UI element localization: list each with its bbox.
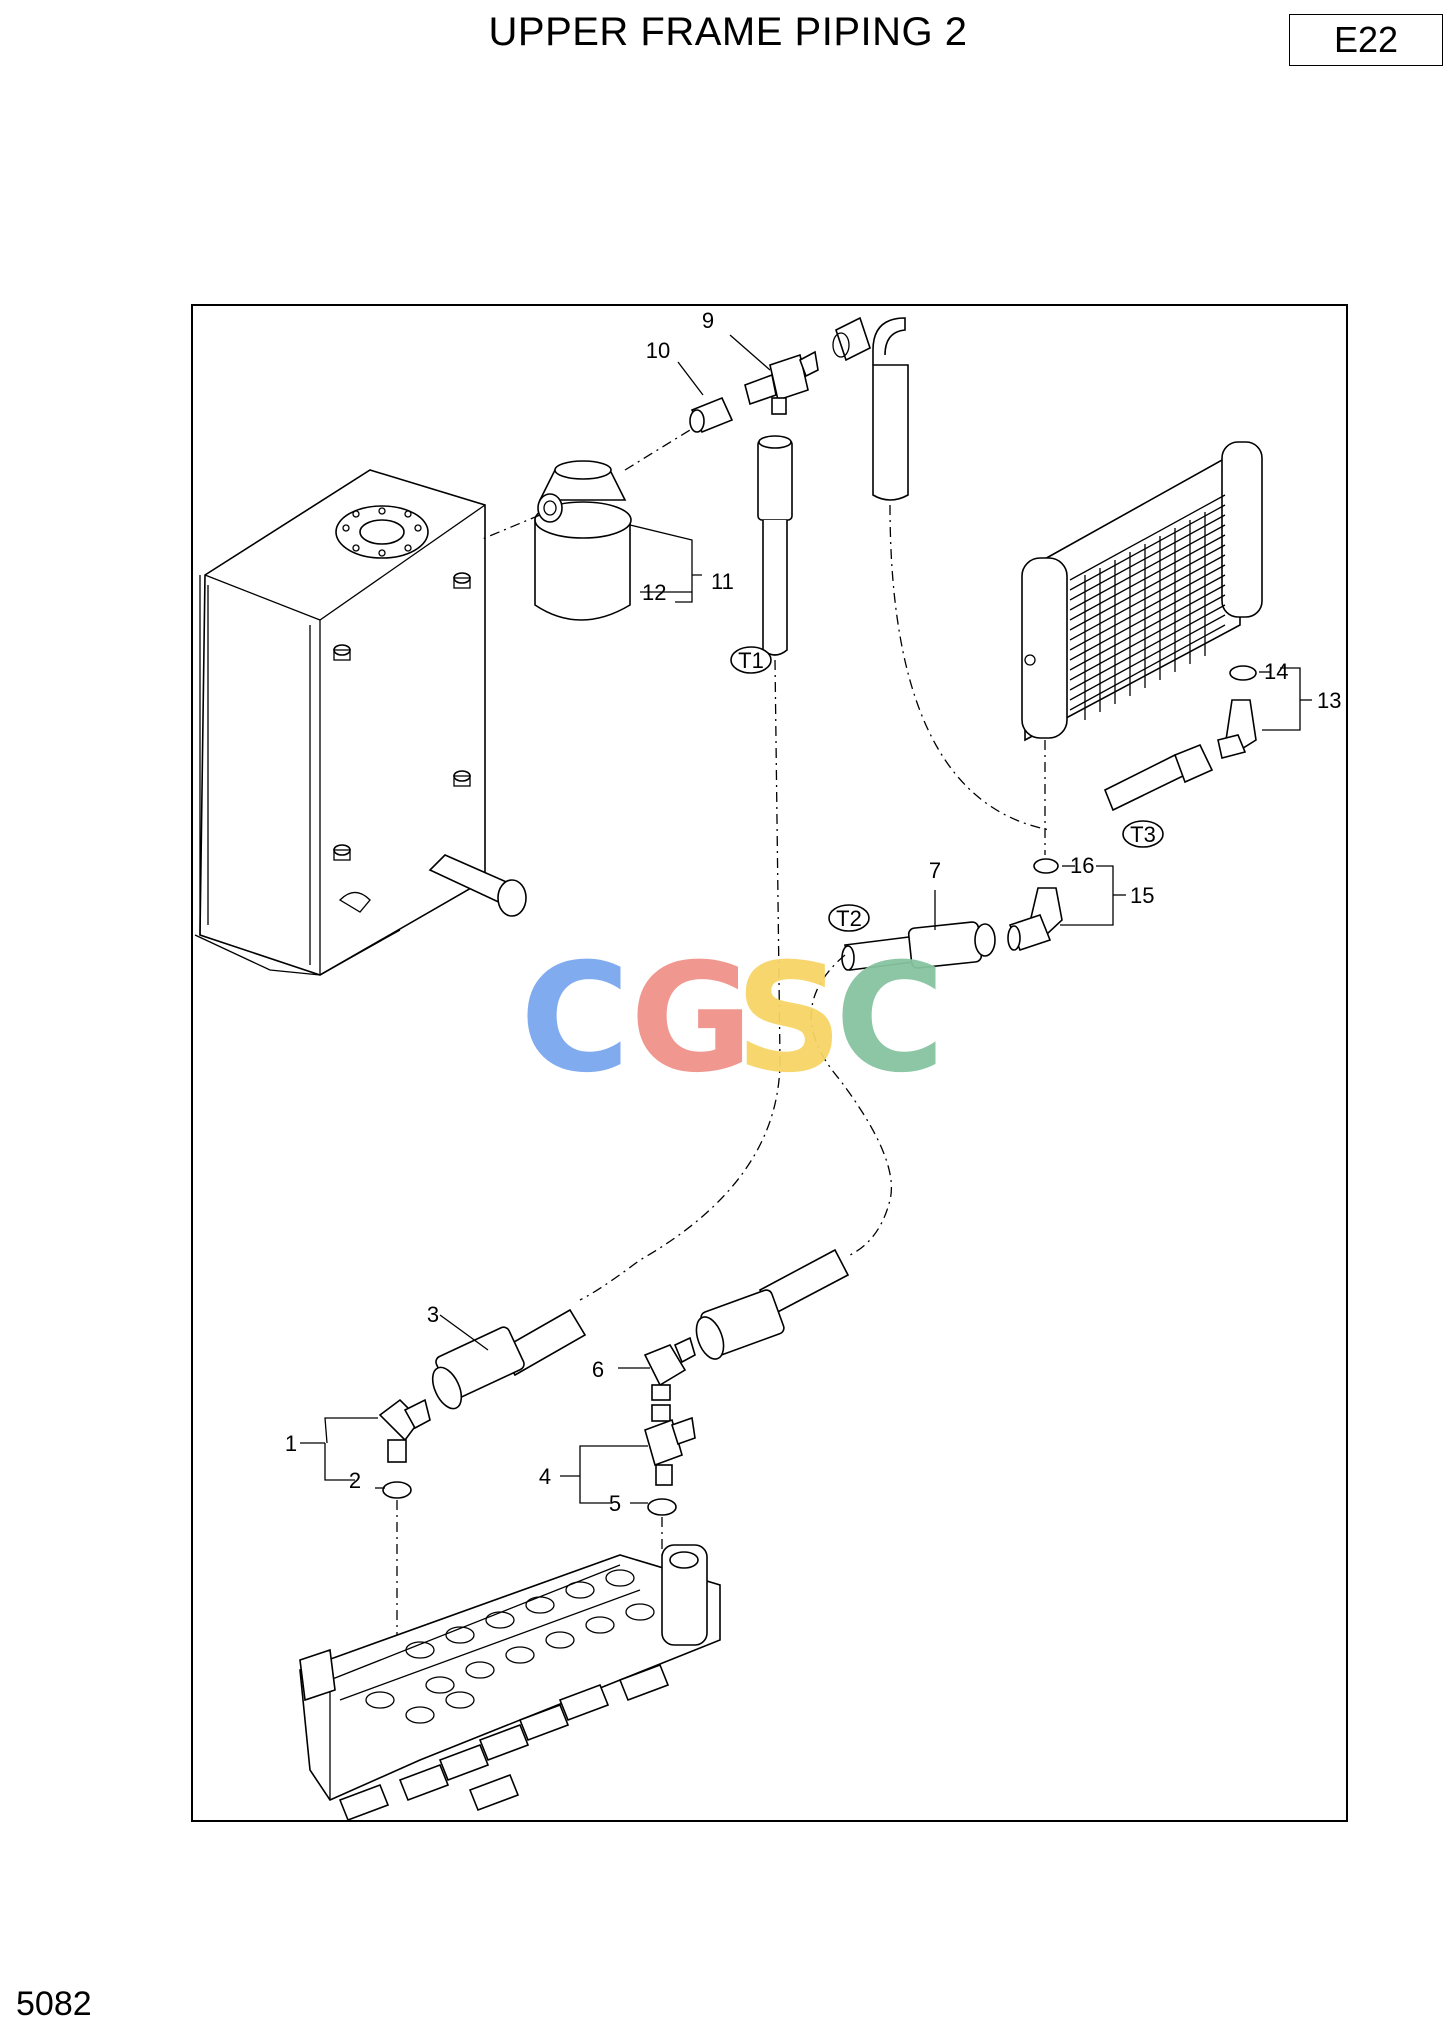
tee-fitting-9 (744, 350, 819, 415)
callout-3: 3 (427, 1302, 439, 1327)
elbow-connector-15 (1007, 858, 1063, 951)
connection-mark-t1: T1 (730, 646, 772, 674)
connector-10 (689, 396, 734, 434)
oil-cooler (1021, 441, 1263, 855)
callout-13: 13 (1317, 688, 1341, 713)
hose-6 (695, 1248, 850, 1360)
callout-15: 15 (1130, 883, 1154, 908)
elbow-fitting-1 (378, 1398, 431, 1750)
svg-text:T3: T3 (1130, 822, 1156, 847)
svg-text:T2: T2 (836, 906, 862, 931)
callout-12: 12 (642, 580, 666, 605)
hydraulic-tank (194, 469, 527, 976)
hose-t3 (832, 316, 1051, 831)
leader-lines (300, 334, 1312, 1504)
callout-9: 9 (702, 308, 714, 333)
watermark-letter-g: G (630, 932, 753, 1106)
callout-16: 16 (1070, 853, 1094, 878)
line-t1 (579, 659, 781, 1301)
hose-t3-end (1103, 743, 1214, 812)
connector-13 (1217, 665, 1257, 759)
callout-14: 14 (1264, 659, 1288, 684)
return-filter (479, 429, 691, 621)
callout-1: 1 (285, 1431, 297, 1456)
callout-6: 6 (592, 1357, 604, 1382)
connection-mark-t3: T3 (1122, 820, 1164, 848)
callout-11: 11 (711, 569, 734, 594)
connection-mark-t2: T2 (828, 904, 870, 932)
callout-5: 5 (609, 1491, 621, 1516)
hose-t2 (810, 921, 996, 1256)
svg-text:T1: T1 (738, 648, 764, 673)
hose-3 (431, 1308, 587, 1410)
callout-2: 2 (349, 1468, 361, 1493)
callout-4: 4 (539, 1464, 551, 1489)
watermark-letter-c1: C (520, 932, 630, 1106)
elbow-fitting-6 (643, 1336, 696, 1401)
hose-t1 (757, 435, 793, 656)
cgsc-watermark: C G S C (520, 932, 945, 1106)
callout-10: 10 (646, 338, 670, 363)
page-number: 5082 (16, 1985, 92, 2023)
watermark-letter-s: S (735, 932, 843, 1106)
control-valve (299, 1544, 721, 1822)
callout-7: 7 (929, 858, 941, 883)
tee-fitting-4 (644, 1404, 696, 1560)
page-code-box: E22 (1289, 14, 1443, 66)
page-title: UPPER FRAME PIPING 2 (488, 10, 968, 54)
diagram-frame (191, 304, 1348, 1822)
watermark-letter-c2: C (835, 932, 945, 1106)
